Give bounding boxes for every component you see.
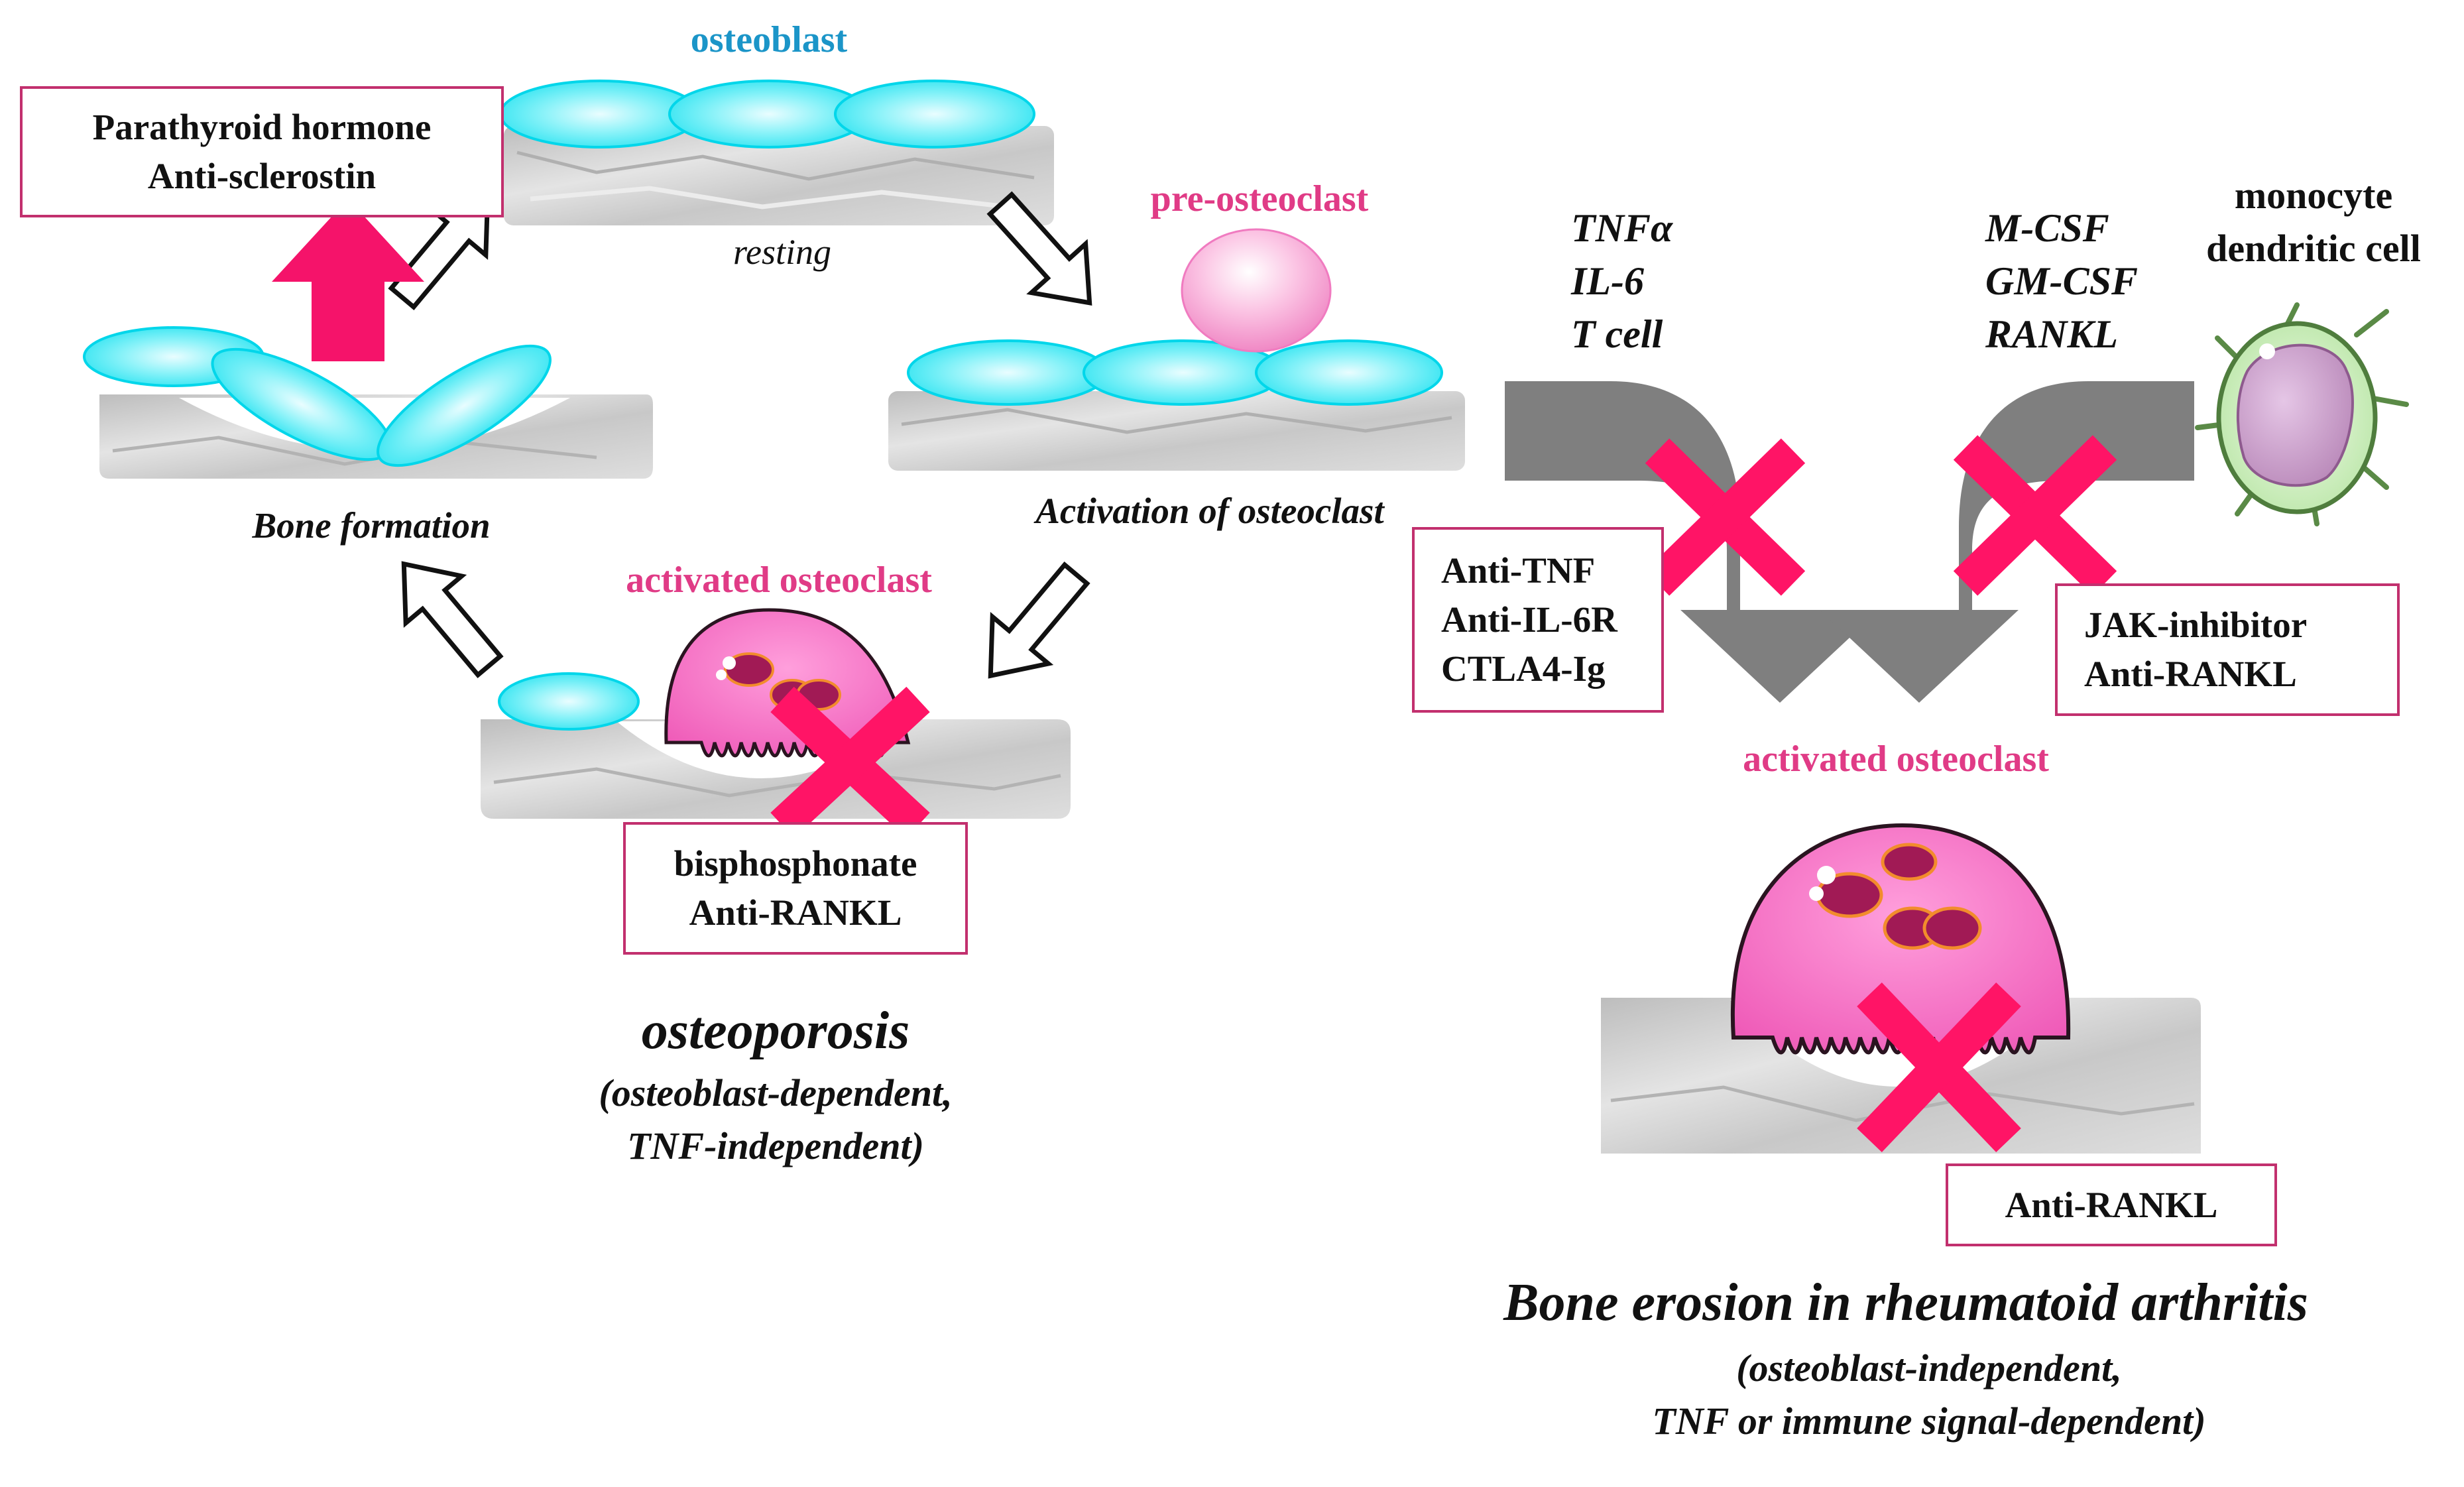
osteoporosis-title: osteoporosis xyxy=(641,1002,910,1060)
kinase-rankl-box: JAK-inhibitor Anti-RANKL xyxy=(2055,583,2400,716)
cycle-arrow-up-left xyxy=(401,561,504,679)
stimulation-arrow xyxy=(272,199,424,361)
kinase-rankl-drug-2: Anti-RANKL xyxy=(2084,654,2297,694)
inhibition-cross-osteoclast xyxy=(770,686,930,839)
bone-formation-osteoblasts xyxy=(83,326,552,467)
resting-bone xyxy=(504,126,1054,225)
osteoporosis-subtitle-2: TNF-independent) xyxy=(627,1124,924,1167)
osteoblast-lining xyxy=(499,80,1035,149)
pre-osteoclast-cell xyxy=(1181,228,1332,353)
antiresorptive-drug-2: Anti-RANKL xyxy=(689,892,902,933)
kinase-rankl-drug-1: JAK-inhibitor xyxy=(2084,605,2308,645)
antiresorptive-drug-box: bisphosphonate Anti-RANKL xyxy=(623,822,968,955)
signal-gmcsf: GM-CSF xyxy=(1985,259,2139,303)
resorption-osteoblast xyxy=(498,672,640,731)
anabolic-drug-box: Parathyroid hormone Anti-sclerostin xyxy=(20,86,504,217)
ra-title: Bone erosion in rheumatoid arthritis xyxy=(1503,1274,2308,1332)
signal-rankl: RANKL xyxy=(1985,312,2119,356)
cytokine-blocker-box: Anti-TNF Anti-IL-6R CTLA4-Ig xyxy=(1412,527,1664,713)
monocyte-cell xyxy=(2195,302,2409,526)
erosion-drug-box: Anti-RANKL xyxy=(1946,1163,2277,1246)
cycle-arrow-down-left xyxy=(988,561,1090,679)
cycle-arrow-down-right xyxy=(986,191,1092,306)
monocyte-label: monocyte xyxy=(2234,174,2393,217)
cytokine-blocker-2: Anti-IL-6R xyxy=(1441,599,1617,640)
anabolic-drug-2: Anti-sclerostin xyxy=(147,156,377,196)
bone-formation-label: Bone formation xyxy=(252,505,491,546)
signal-tnf: TNFα xyxy=(1571,206,1673,250)
osteoblast-label: osteoblast xyxy=(690,19,848,60)
signal-tcell: T cell xyxy=(1571,312,1663,356)
inhibition-cross-erosion xyxy=(1857,982,2021,1152)
dendritic-cell-label: dendritic cell xyxy=(2206,227,2421,270)
signal-il6: IL-6 xyxy=(1571,259,1644,303)
inhibition-cross-rankl xyxy=(1953,435,2117,596)
activation-bone xyxy=(888,391,1465,471)
inhibition-cross-tnf xyxy=(1645,438,1806,596)
activated-osteoclast-label-right: activated osteoclast xyxy=(1743,739,2049,780)
erosion-drug-1: Anti-RANKL xyxy=(2005,1184,2218,1225)
resting-label: resting xyxy=(733,232,831,272)
anabolic-drug-1: Parathyroid hormone xyxy=(92,107,432,147)
signal-arrow-left xyxy=(1505,381,1879,703)
activation-label: Activation of osteoclast xyxy=(1035,491,1384,531)
ra-subtitle-2: TNF or immune signal-dependent) xyxy=(1652,1399,2206,1443)
pre-osteoclast-label: pre-osteoclast xyxy=(1150,178,1369,219)
activation-osteoblasts xyxy=(907,339,1443,406)
activated-osteoclast-cell-left xyxy=(664,608,911,758)
ra-subtitle-1: (osteoblast-independent, xyxy=(1736,1346,2122,1390)
antiresorptive-drug-1: bisphosphonate xyxy=(674,843,917,884)
osteoporosis-subtitle-1: (osteoblast-dependent, xyxy=(599,1071,953,1114)
cytokine-blocker-3: CTLA4-Ig xyxy=(1441,648,1606,689)
signal-mcsf: M-CSF xyxy=(1985,206,2109,250)
activated-osteoclast-label-left: activated osteoclast xyxy=(626,560,932,601)
cytokine-blocker-1: Anti-TNF xyxy=(1441,550,1596,591)
